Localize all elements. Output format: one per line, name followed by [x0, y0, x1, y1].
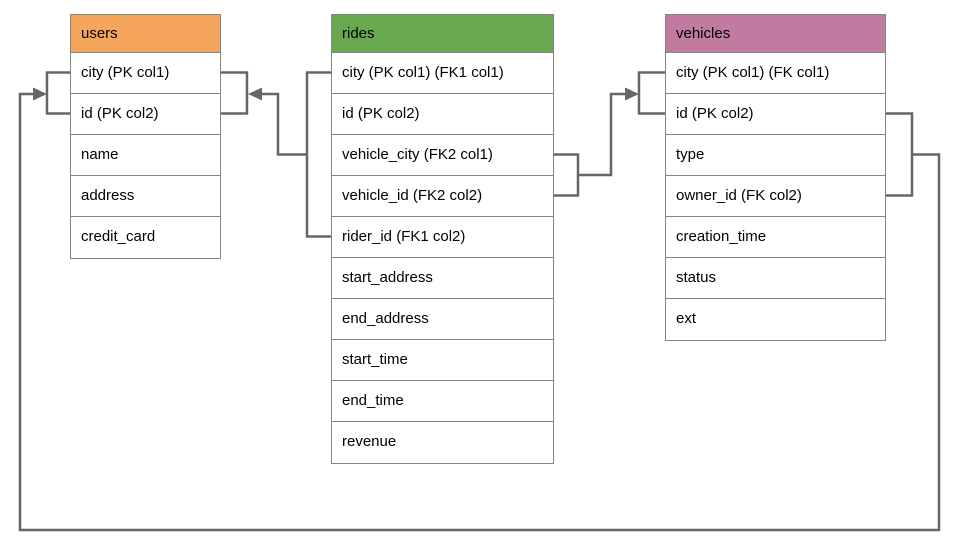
- table-users: users city (PK col1) id (PK col2) name a…: [70, 14, 221, 259]
- arrowhead-into-users-icon: [248, 87, 262, 101]
- row-vehicles-type: type: [666, 135, 885, 176]
- row-rides-vehicle-id: vehicle_id (FK2 col2): [332, 176, 553, 217]
- arrowhead-into-users-left-icon: [33, 87, 47, 101]
- row-rides-id: id (PK col2): [332, 94, 553, 135]
- vehicles-left-bracket: [637, 71, 665, 115]
- row-rides-rider-id: rider_id (FK1 col2): [332, 217, 553, 258]
- row-rides-city: city (PK col1) (FK1 col1): [332, 53, 553, 94]
- connector-line: [18, 92, 941, 532]
- row-rides-end-address: end_address: [332, 299, 553, 340]
- arrowhead-into-vehicles-icon: [625, 87, 639, 101]
- row-users-name: name: [71, 135, 220, 176]
- table-header-users: users: [71, 15, 220, 53]
- rides-right-bracket: [553, 153, 580, 197]
- connector-line: [262, 92, 307, 156]
- row-rides-vehicle-city: vehicle_city (FK2 col1): [332, 135, 553, 176]
- table-header-vehicles: vehicles: [666, 15, 885, 53]
- row-rides-start-address: start_address: [332, 258, 553, 299]
- row-vehicles-id: id (PK col2): [666, 94, 885, 135]
- row-users-credit-card: credit_card: [81, 228, 156, 245]
- connector-rides-to-vehicles: [553, 71, 665, 197]
- row-vehicles-owner-id: owner_id (FK col2): [666, 176, 885, 217]
- table-vehicles: vehicles city (PK col1) (FK col1) id (PK…: [665, 14, 886, 341]
- connector-vehicles-to-users: [18, 71, 941, 532]
- connector-line: [578, 92, 625, 177]
- row-rides-end-time: end_time: [332, 381, 553, 422]
- row-rides-revenue: revenue: [342, 433, 397, 450]
- rides-left-bracket: [305, 71, 331, 238]
- row-vehicles-creation-time: creation_time: [666, 217, 885, 258]
- table-rides: rides city (PK col1) (FK1 col1) id (PK c…: [331, 14, 554, 464]
- connector-rides-to-users: [221, 71, 331, 238]
- row-users-id: id (PK col2): [71, 94, 220, 135]
- row-vehicles-ext: ext: [676, 310, 697, 327]
- table-header-rides: rides: [332, 15, 553, 53]
- row-vehicles-city: city (PK col1) (FK col1): [666, 53, 885, 94]
- vehicles-right-bracket: [885, 112, 914, 197]
- users-left-bracket: [45, 71, 70, 115]
- row-users-city: city (PK col1): [71, 53, 220, 94]
- row-users-address: address: [71, 176, 220, 217]
- row-rides-start-time: start_time: [332, 340, 553, 381]
- row-vehicles-status: status: [666, 258, 885, 299]
- users-right-bracket: [221, 71, 249, 115]
